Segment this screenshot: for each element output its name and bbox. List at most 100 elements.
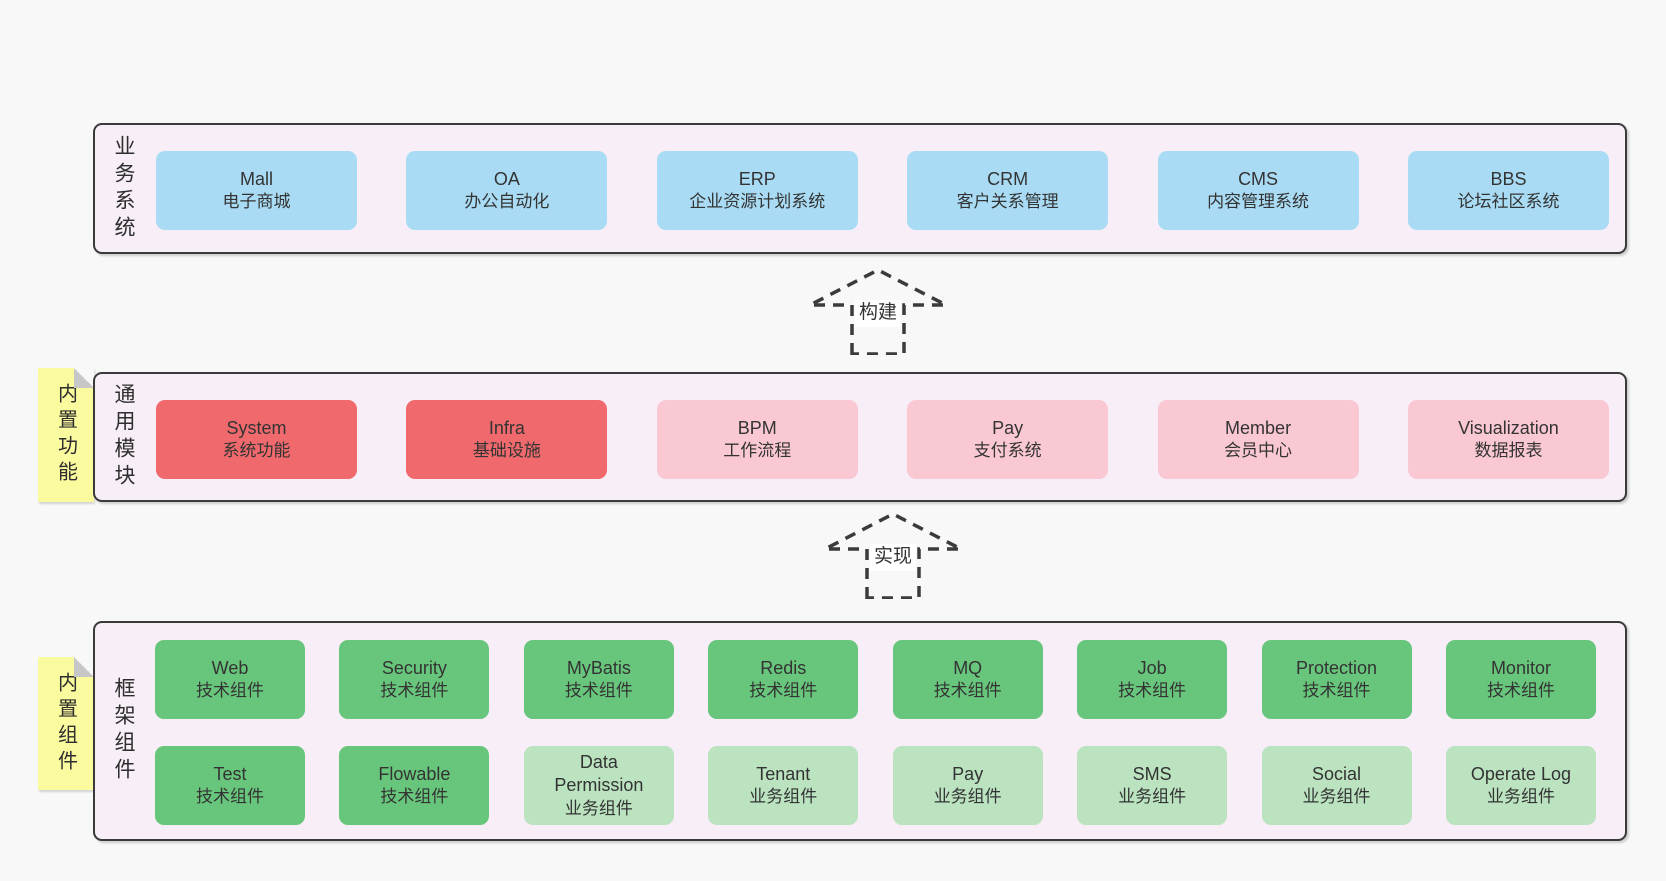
- node-title: Flowable: [378, 763, 451, 784]
- node-subtitle: 数据报表: [1474, 441, 1543, 461]
- node-tenant: Tenant 业务组件: [708, 746, 859, 825]
- node-flowable: Flowable 技术组件: [339, 746, 490, 825]
- node-title: Redis: [760, 657, 807, 678]
- node-subtitle: 技术组件: [564, 681, 633, 701]
- node-title: Tenant: [756, 763, 811, 784]
- node-subtitle: 工作流程: [723, 441, 792, 461]
- node-infra: Infra 基础设施: [406, 400, 608, 479]
- node-subtitle: 技术组件: [1486, 681, 1555, 701]
- node-title: SMS: [1132, 763, 1172, 784]
- node-security: Security 技术组件: [339, 640, 490, 719]
- node-subtitle: 企业资源计划系统: [689, 192, 826, 212]
- node-subtitle: 基础设施: [472, 441, 541, 461]
- node-mybatis: MyBatis 技术组件: [523, 640, 674, 719]
- sticky-note-builtin-features-label: 内置功能: [54, 383, 77, 487]
- node-title: MQ: [953, 657, 983, 678]
- sticky-note-builtin-features: 内置功能: [38, 368, 94, 502]
- node-title: Infra: [488, 417, 525, 438]
- node-title: CRM: [987, 168, 1029, 189]
- up-arrow-icon: [824, 512, 962, 599]
- node-mall: Mall 电子商城: [156, 151, 357, 230]
- node-title: BBS: [1490, 168, 1527, 189]
- business-boxes-row: Mall 电子商城 OA 办公自动化 ERP 企业资源计划系统 CRM 客户关系管理 CMS 内容…: [156, 151, 1609, 230]
- node-subtitle: 业务组件: [1302, 787, 1371, 807]
- up-arrow-icon: [809, 268, 947, 355]
- node-title: ERP: [738, 168, 776, 189]
- node-title: CMS: [1238, 168, 1279, 189]
- node-title: Mall: [239, 168, 273, 189]
- node-subtitle: 业务组件: [564, 798, 633, 818]
- node-web: Web 技术组件: [155, 640, 305, 719]
- node-subtitle: 技术组件: [749, 681, 818, 701]
- node-pay: Pay 业务组件: [892, 746, 1043, 825]
- node-subtitle: 技术组件: [933, 681, 1002, 701]
- panel-components-label: 框架组件: [112, 677, 135, 785]
- node-title: Operate Log: [1470, 763, 1571, 784]
- dashed-up-arrow-build: 构建: [808, 260, 948, 355]
- node-title: OA: [493, 168, 520, 189]
- arrow-build-label: 构建: [854, 300, 902, 327]
- modules-boxes-row: System 系统功能 Infra 基础设施 BPM 工作流程 Pay 支付系统 Member 会…: [156, 400, 1609, 479]
- arrow-implement-label: 实现: [869, 544, 917, 571]
- node-title: Member: [1225, 417, 1292, 438]
- node-title: Protection: [1296, 657, 1378, 678]
- node-mq: MQ 技术组件: [892, 640, 1043, 719]
- node-subtitle: 技术组件: [196, 787, 264, 807]
- node-subtitle: 论坛社区系统: [1457, 192, 1560, 212]
- node-subtitle: 技术组件: [1302, 681, 1371, 701]
- node-title: Web: [211, 657, 249, 678]
- node-subtitle: 支付系统: [973, 441, 1042, 461]
- node-subtitle: 办公自动化: [464, 192, 550, 212]
- node-title: Social: [1312, 763, 1362, 784]
- node-title: Security: [381, 657, 447, 678]
- sticky-note-builtin-components: 内置组件: [38, 657, 94, 790]
- node-job: Job 技术组件: [1077, 640, 1228, 719]
- node-title: Pay: [992, 417, 1024, 438]
- node-protection: Protection 技术组件: [1261, 640, 1412, 719]
- node-title: System: [226, 417, 287, 438]
- node-test: Test 技术组件: [155, 746, 305, 825]
- node-subtitle: 业务组件: [1118, 787, 1187, 807]
- node-erp: ERP 企业资源计划系统: [656, 151, 858, 230]
- node-subtitle: 内容管理系统: [1207, 192, 1310, 212]
- node-system: System 系统功能: [156, 400, 357, 479]
- dashed-up-arrow-implement: 实现: [823, 504, 963, 599]
- node-subtitle: 技术组件: [196, 681, 264, 701]
- node-pay: Pay 支付系统: [907, 400, 1109, 479]
- node-subtitle: 电子商城: [222, 192, 291, 212]
- node-social: Social 业务组件: [1261, 746, 1412, 825]
- node-subtitle: 业务组件: [1486, 787, 1555, 807]
- node-crm: CRM 客户关系管理: [907, 151, 1109, 230]
- node-title: Job: [1137, 657, 1167, 678]
- panel-business-label: 业务系统: [112, 134, 135, 243]
- node-subtitle: 业务组件: [933, 787, 1002, 807]
- node-subtitle: 业务组件: [749, 787, 818, 807]
- panel-business-systems: 业务系统 Mall 电子商城 OA 办公自动化 ERP 企业资源计划系统 CRM 客户关系管理…: [93, 123, 1627, 254]
- node-bpm: BPM 工作流程: [656, 400, 858, 479]
- node-operate-log: Operate Log 业务组件: [1445, 746, 1596, 825]
- node-subtitle: 技术组件: [380, 787, 449, 807]
- node-subtitle: 系统功能: [222, 441, 291, 461]
- node-subtitle: 会员中心: [1224, 441, 1293, 461]
- node-bbs: BBS 论坛社区系统: [1407, 151, 1609, 230]
- node-sms: SMS 业务组件: [1077, 746, 1228, 825]
- panel-common-modules: 通用模块 System 系统功能 Infra 基础设施 BPM 工作流程 Pay 支付系统 Me…: [93, 372, 1627, 502]
- panel-modules-label: 通用模块: [112, 383, 135, 491]
- node-member: Member 会员中心: [1157, 400, 1359, 479]
- node-title: BPM: [737, 417, 777, 438]
- node-subtitle: 客户关系管理: [956, 192, 1059, 212]
- node-title: MyBatis: [566, 657, 631, 678]
- node-title: Visualization: [1458, 417, 1559, 438]
- node-title: Data Permission: [554, 752, 644, 796]
- node-title: Test: [213, 763, 247, 784]
- node-redis: Redis 技术组件: [708, 640, 859, 719]
- node-subtitle: 技术组件: [1118, 681, 1187, 701]
- node-title: Pay: [952, 763, 984, 784]
- node-subtitle: 技术组件: [380, 681, 449, 701]
